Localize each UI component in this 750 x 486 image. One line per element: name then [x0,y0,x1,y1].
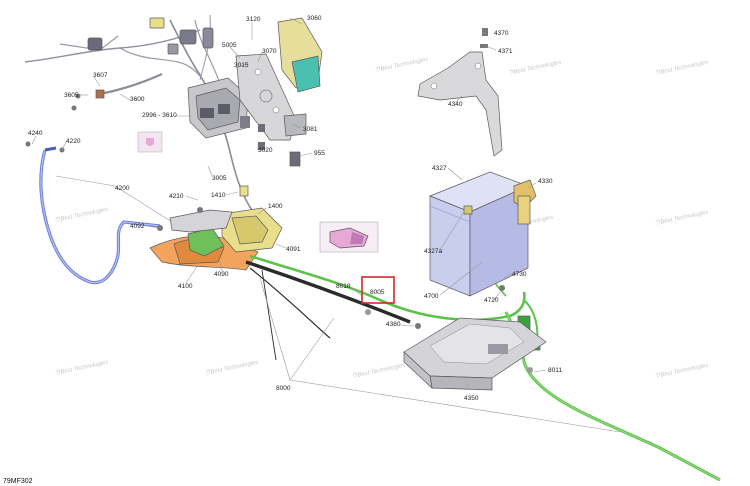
watermark: ウBest Technologies [654,209,709,227]
callout-8000: 8000 [276,385,291,392]
callout-3600: 3600 [130,96,145,103]
callout-4370: 4370 [494,30,509,37]
callout-4210: 4210 [169,193,184,200]
solenoid-assembly [149,185,283,271]
callout-4340: 4340 [448,101,463,108]
callout-4327a: 4327a [424,248,442,255]
callout-4350: 4350 [464,395,479,402]
watermark: ウBest Technologies [507,59,562,77]
callout-8005: 8005 [370,289,385,296]
callout-3015: 3015 [234,62,249,69]
left-breather-tube [39,146,161,285]
callout-4330: 4330 [538,178,553,185]
callout-4720: 4720 [484,297,499,304]
callout-4200: 4200 [115,185,130,192]
battery-tray [403,285,547,391]
callout-3060: 3060 [307,15,322,22]
callout-5005: 5005 [222,42,237,49]
connector-inset [319,221,379,253]
callout-955: 955 [314,150,325,157]
callout-4220: 4220 [66,138,81,145]
battery-bracket-top [417,28,503,157]
callout-3120: 3120 [246,16,261,23]
callout-4730: 4730 [512,271,527,278]
callout-1410: 1410 [211,192,226,199]
callout-4091: 4091 [286,246,301,253]
callout-3605: 3605 [64,92,79,99]
callout-4100: 4100 [178,283,193,290]
callout-4327: 4327 [432,165,447,172]
watermark: ウBest Technologies [374,56,429,74]
callout-4240: 4240 [28,130,43,137]
callout-3020: 3020 [258,147,273,154]
callout-4092: 4092 [130,223,145,230]
watermark: ウBest Technologies [54,206,109,224]
callout-8010: 8010 [336,283,351,290]
watermark: ウBest Technologies [351,362,406,380]
callout-8011: 8011 [548,367,562,374]
watermark: ウBest Technologies [204,359,259,377]
battery [429,171,537,297]
leader-lines [31,17,621,433]
callout-3005: 3005 [212,175,227,182]
callout-3070: 3070 [262,48,277,55]
highlight-box [361,276,395,304]
callout-2996-3610: 2996 - 3610 [142,112,177,119]
watermark: ウBest Technologies [54,359,109,377]
callout-4700: 4700 [424,293,439,300]
callout-4380: 4380 [386,321,401,328]
watermark: ウBest Technologies [654,59,709,77]
upper-harness-assembly [24,14,323,211]
watermarks: ウBest Technologies ウBest Technologies ウB… [54,56,709,380]
callout-labels: 3120 3060 5005 3070 3015 3607 3605 3600 … [28,15,562,402]
callout-3081: 3081 [303,126,318,133]
callout-3607: 3607 [93,72,108,79]
callout-4371: 4371 [498,48,513,55]
callout-1400: 1400 [268,203,283,210]
callout-4090: 4090 [214,271,229,278]
diagram-code: 79MF302 [3,478,33,485]
watermark: ウBest Technologies [654,362,709,380]
